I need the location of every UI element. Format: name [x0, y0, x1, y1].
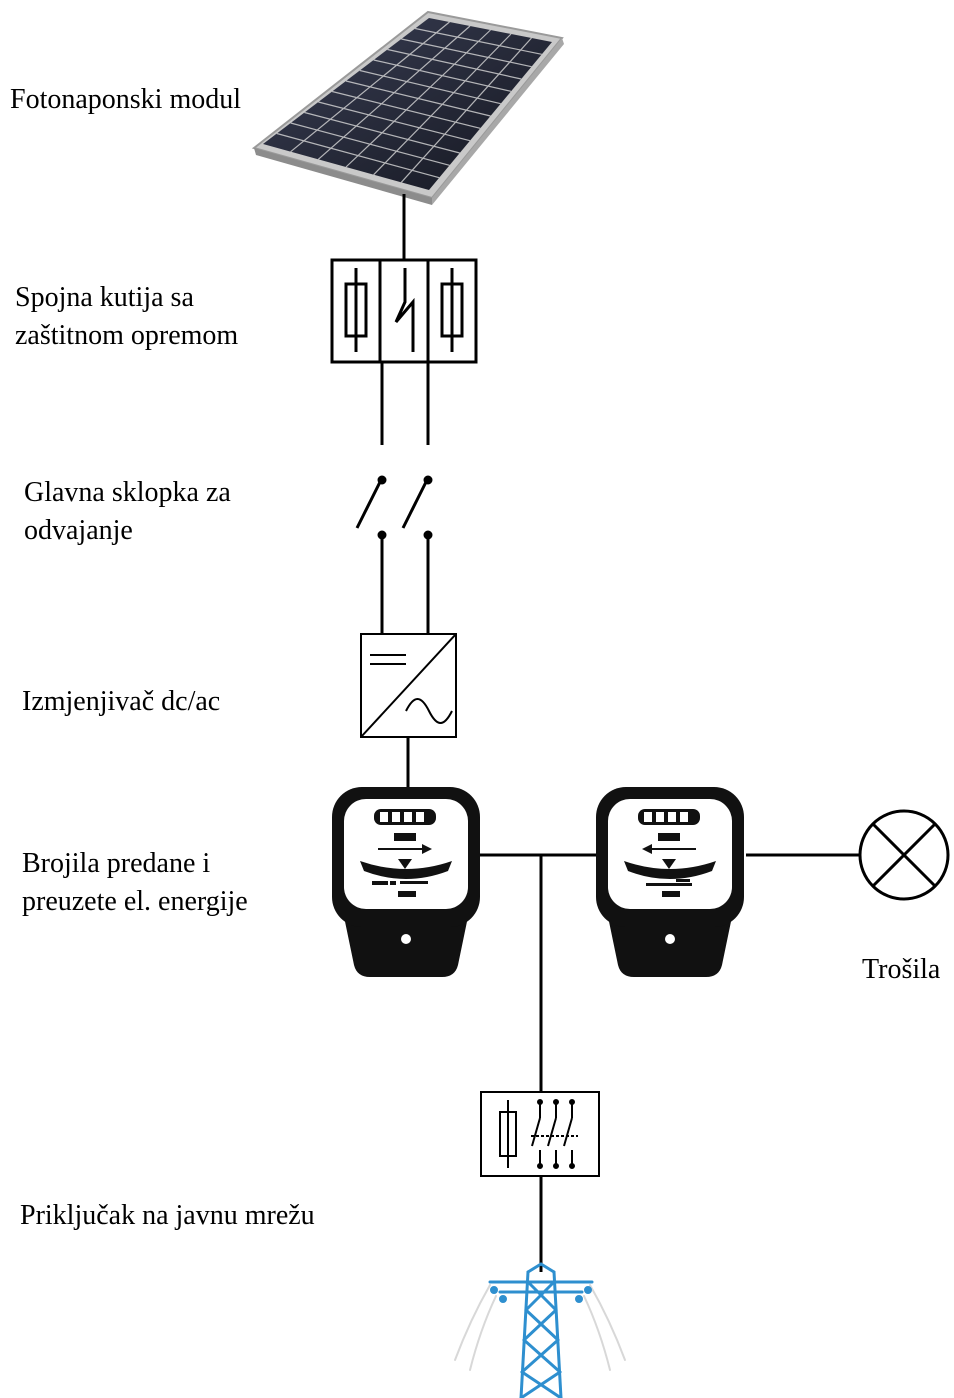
panel-cell-divider — [387, 48, 522, 80]
inverter-icon — [360, 633, 457, 738]
label-grid-connection: Priključak na javnu mrežu — [20, 1200, 315, 1231]
label-meters-line2: preuzete el. energije — [22, 886, 248, 917]
label-junction-box-line2: zaštitnom opremom — [15, 320, 238, 351]
energy-meter-icon — [596, 787, 744, 977]
energy-meter-icon — [332, 787, 480, 977]
panel-cell-divider — [290, 122, 450, 166]
transmission-tower-icon — [454, 1262, 626, 1398]
panel-cell-divider — [401, 38, 532, 68]
lamp-icon — [858, 809, 950, 901]
panel-cell-divider — [304, 111, 460, 154]
label-inverter: Izmjenjivač dc/ac — [22, 686, 220, 717]
switch-icon — [531, 1099, 578, 1169]
panel-cell-divider — [318, 101, 471, 142]
panel-cell-divider — [276, 132, 440, 179]
switch-icon — [355, 475, 433, 540]
fuse-icon — [344, 268, 368, 352]
panel-cell-divider — [415, 27, 542, 55]
label-meters-line1: Brojila predane i — [22, 848, 210, 879]
panel-cell-divider — [332, 90, 481, 129]
panel-cell-divider — [359, 69, 501, 105]
label-pv-module: Fotonaponski modul — [10, 84, 241, 115]
fuse-icon — [499, 1100, 517, 1168]
grid-connection-box — [480, 1091, 600, 1177]
panel-cell-divider — [345, 80, 491, 117]
label-main-switch-line1: Glavna sklopka za — [24, 477, 231, 508]
label-junction-box-line1: Spojna kutija sa — [15, 282, 194, 313]
fuse-icon — [440, 268, 464, 352]
surge-arrester-icon — [394, 268, 415, 352]
wiring — [380, 194, 860, 1272]
panel-cell-divider — [373, 59, 512, 92]
solar-panel-icon — [251, 10, 564, 205]
label-loads: Trošila — [862, 954, 941, 985]
label-main-switch-line2: odvajanje — [24, 515, 133, 546]
junction-box — [330, 258, 478, 364]
